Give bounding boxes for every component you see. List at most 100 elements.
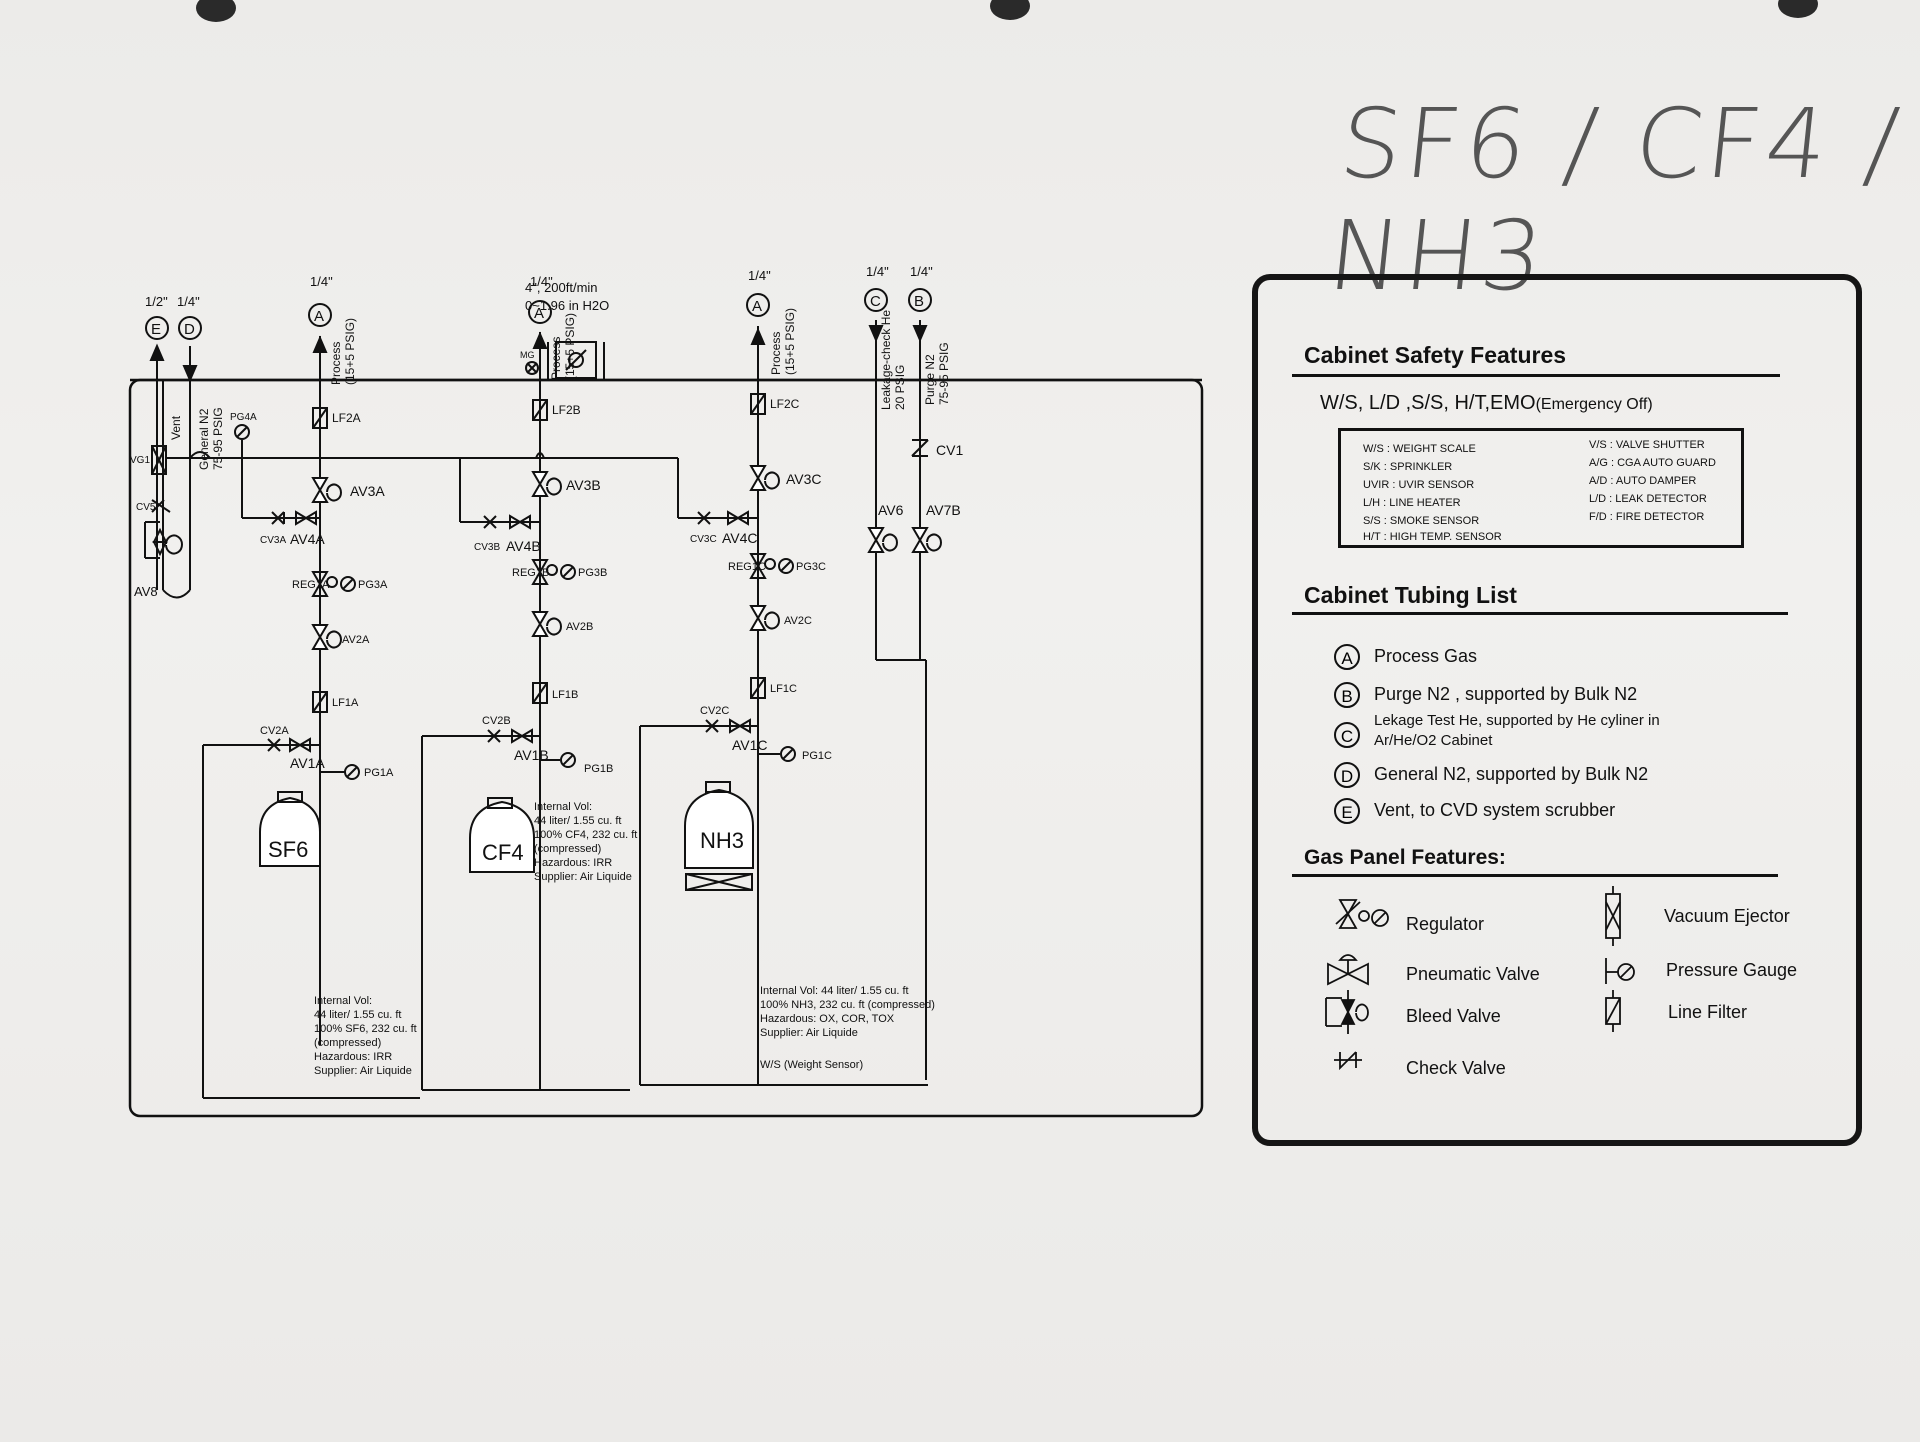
regulator-icon bbox=[1335, 899, 1389, 929]
binder-ring bbox=[196, 0, 236, 22]
label-pg1a: PG1A bbox=[364, 767, 394, 779]
label-line-c-pressure: (15+5 PSIG) bbox=[783, 308, 797, 375]
label-av7b: AV7B bbox=[926, 502, 961, 518]
svg-text:100% NH3, 232 cu. ft (compress: 100% NH3, 232 cu. ft (compressed) bbox=[760, 999, 935, 1011]
tubing-list-title: Cabinet Tubing List bbox=[1304, 582, 1517, 608]
svg-text:E: E bbox=[151, 321, 161, 338]
label-cv3b: CV3B bbox=[474, 542, 500, 553]
divider bbox=[1292, 874, 1778, 877]
svg-text:1/4": 1/4" bbox=[866, 264, 889, 279]
label-vent: Vent bbox=[169, 415, 183, 440]
feature-bleed-valve: Bleed Valve bbox=[1406, 1006, 1501, 1026]
label-pg3c: PG3C bbox=[796, 561, 826, 573]
label-line-a-pressure: (15+5 PSIG) bbox=[343, 318, 357, 385]
cylinder-sf6-name: SF6 bbox=[268, 837, 308, 862]
svg-text:(compressed): (compressed) bbox=[314, 1037, 381, 1049]
svg-text:1/4": 1/4" bbox=[177, 294, 200, 309]
label-cv3c: CV3C bbox=[690, 534, 717, 545]
tubing-letter-e: E bbox=[1334, 798, 1360, 824]
port-general-n2: 1/4" D bbox=[162, 294, 202, 599]
label-av4a: AV4A bbox=[290, 531, 325, 547]
svg-text:1/2": 1/2" bbox=[145, 294, 168, 309]
tubing-letter-a: A bbox=[1334, 644, 1360, 670]
label-pg4a: PG4A bbox=[230, 412, 257, 423]
safety-features-codes: W/S, L/D ,S/S, H/T,EMO bbox=[1320, 392, 1536, 414]
abbr-item: A/D : AUTO DAMPER bbox=[1589, 475, 1697, 487]
svg-text:1/4": 1/4" bbox=[910, 264, 933, 279]
label-cv5: CV5 bbox=[136, 502, 156, 513]
svg-text:Hazardous: IRR: Hazardous: IRR bbox=[314, 1051, 392, 1063]
vacuum-ejector-icon bbox=[1605, 886, 1621, 946]
abbr-item: F/D : FIRE DETECTOR bbox=[1589, 511, 1705, 523]
label-av8: AV8 bbox=[134, 584, 158, 599]
svg-text:Supplier: Air Liquide: Supplier: Air Liquide bbox=[534, 871, 632, 883]
label-cv2a: CV2A bbox=[260, 725, 289, 737]
label-av1c: AV1C bbox=[732, 737, 768, 753]
purge-lines: 1/4" C 1/4" B bbox=[864, 264, 942, 1080]
abbreviation-table: W/S : WEIGHT SCALE S/K : SPRINKLER UVIR … bbox=[1338, 428, 1744, 548]
svg-text:100% CF4, 232 cu. ft: 100% CF4, 232 cu. ft bbox=[534, 829, 637, 841]
svg-text:44 liter/ 1.55 cu. ft: 44 liter/ 1.55 cu. ft bbox=[314, 1009, 401, 1021]
feature-pressure-gauge: Pressure Gauge bbox=[1666, 960, 1798, 980]
label-av6: AV6 bbox=[878, 502, 904, 518]
cylinder-nh3-info: Internal Vol: 44 liter/ 1.55 cu. ft 100%… bbox=[760, 985, 935, 1039]
abbr-item: L/H : LINE HEATER bbox=[1363, 497, 1461, 509]
label-lf2b: LF2B bbox=[552, 403, 581, 417]
label-line-a: Process bbox=[329, 342, 343, 385]
check-valve-icon bbox=[1334, 1051, 1362, 1071]
svg-text:(compressed): (compressed) bbox=[534, 843, 601, 855]
tubing-letter-d: D bbox=[1334, 762, 1360, 788]
label-av4c: AV4C bbox=[722, 530, 758, 546]
vent-components bbox=[144, 424, 605, 559]
svg-text:A: A bbox=[534, 305, 544, 322]
tubing-letter-c: C bbox=[1334, 722, 1360, 748]
exhaust-damper bbox=[525, 341, 605, 380]
label-leak-check: Leakage-check He bbox=[879, 310, 893, 410]
gas-panel-title: Gas Panel Features: bbox=[1304, 846, 1506, 869]
safety-features-title: Cabinet Safety Features bbox=[1304, 342, 1567, 368]
label-weight-sensor: W/S (Weight Sensor) bbox=[760, 1059, 863, 1071]
label-purge-n2-pressure: 75-95 PSIG bbox=[937, 342, 951, 405]
process-line-a: 1/4" A bbox=[202, 274, 420, 1099]
label-pg1c: PG1C bbox=[802, 750, 832, 762]
label-lf1a: LF1A bbox=[332, 697, 359, 709]
svg-text:100% SF6, 232 cu. ft: 100% SF6, 232 cu. ft bbox=[314, 1023, 417, 1035]
tubing-desc-c: Lekage Test He, supported by He cyliner … bbox=[1374, 712, 1660, 729]
abbr-item: W/S : WEIGHT SCALE bbox=[1363, 443, 1476, 455]
process-line-c: 1/4" A bbox=[605, 268, 928, 1086]
svg-text:1/4": 1/4" bbox=[310, 274, 333, 289]
abbr-item: UVIR : UVIR SENSOR bbox=[1363, 479, 1475, 491]
label-line-b: Process bbox=[549, 337, 563, 380]
label-vg1: VG1 bbox=[130, 455, 150, 466]
label-av2c: AV2C bbox=[784, 615, 812, 627]
tubing-letter-b: B bbox=[1334, 682, 1360, 708]
line-filter-icon bbox=[1605, 990, 1621, 1032]
cylinder-nh3-name: NH3 bbox=[700, 828, 744, 853]
svg-text:1/4": 1/4" bbox=[530, 274, 553, 289]
port-vent: 1/2" E bbox=[145, 294, 169, 590]
svg-text:Internal Vol:: Internal Vol: bbox=[534, 801, 592, 813]
exhaust-spec-1: 4", 200ft/min bbox=[525, 280, 598, 295]
feature-line-filter: Line Filter bbox=[1668, 1002, 1748, 1022]
label-reg1a: REG1A bbox=[292, 579, 330, 591]
tubing-desc-b: Purge N2 , supported by Bulk N2 bbox=[1374, 684, 1638, 704]
abbr-item: A/G : CGA AUTO GUARD bbox=[1589, 457, 1716, 469]
svg-text:1/4": 1/4" bbox=[748, 268, 771, 283]
label-cv2c: CV2C bbox=[700, 705, 729, 717]
label-av1a: AV1A bbox=[290, 755, 325, 771]
label-pg3a: PG3A bbox=[358, 579, 388, 591]
svg-text:Hazardous: OX, COR, TOX: Hazardous: OX, COR, TOX bbox=[760, 1013, 895, 1025]
safety-features-line: W/S, L/D ,S/S, H/T,EMO(Emergency Off) bbox=[1320, 392, 1653, 415]
pneumatic-valve-icon bbox=[1327, 954, 1369, 986]
svg-text:B: B bbox=[914, 293, 924, 310]
feature-regulator: Regulator bbox=[1406, 914, 1485, 934]
label-av3c: AV3C bbox=[786, 471, 822, 487]
svg-text:44 liter/ 1.55 cu. ft: 44 liter/ 1.55 cu. ft bbox=[534, 815, 621, 827]
svg-text:Supplier: Air Liquide: Supplier: Air Liquide bbox=[314, 1065, 412, 1077]
label-av1b: AV1B bbox=[514, 747, 549, 763]
gas-panel-symbols bbox=[1325, 886, 1635, 1071]
label-lf2a: LF2A bbox=[332, 411, 361, 425]
abbr-item: H/T : HIGH TEMP. SENSOR bbox=[1363, 531, 1502, 543]
feature-check-valve: Check Valve bbox=[1406, 1058, 1506, 1078]
svg-text:A: A bbox=[314, 308, 324, 325]
